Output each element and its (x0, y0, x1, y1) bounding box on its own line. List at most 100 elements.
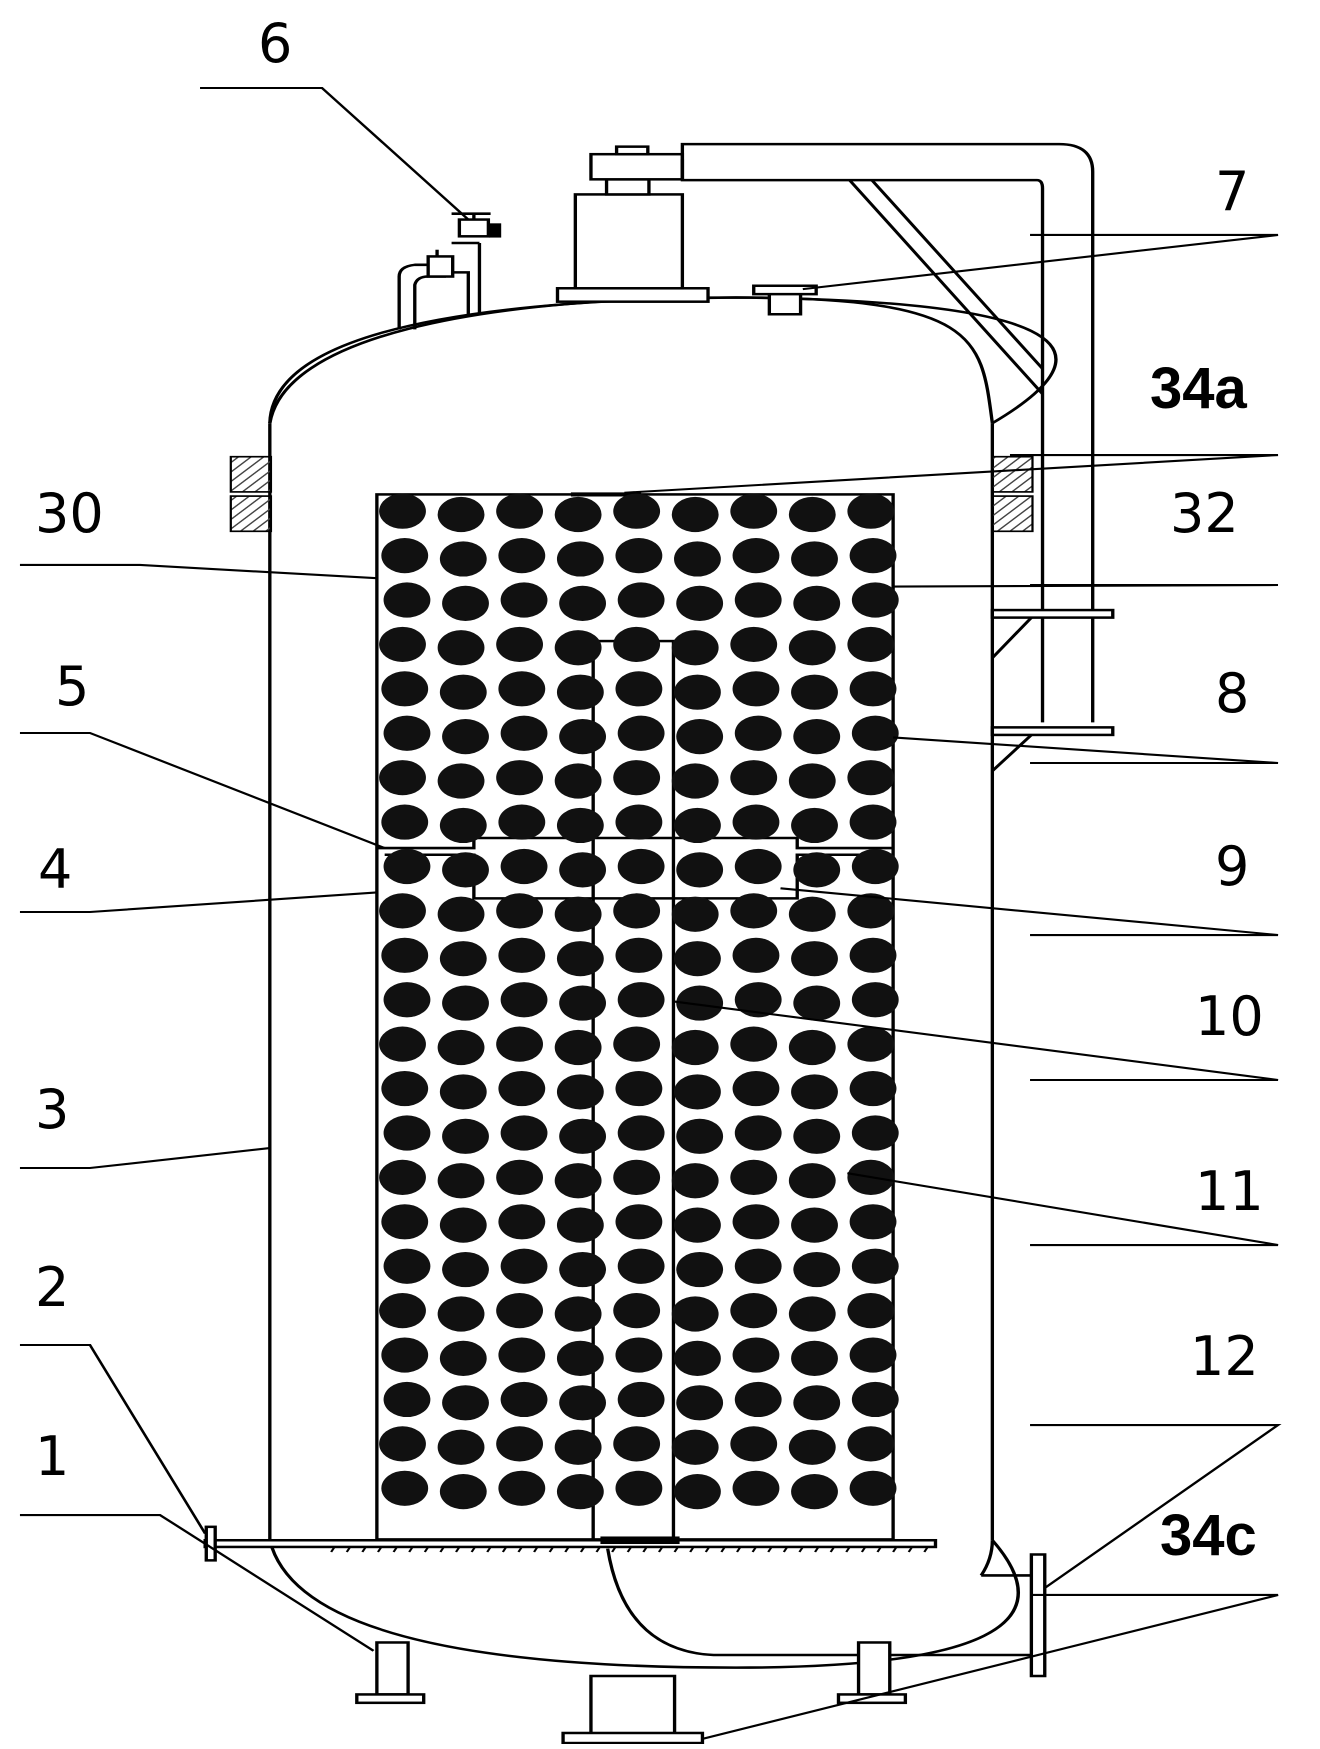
packing-ball (674, 1207, 721, 1243)
packing-ball (500, 1248, 548, 1284)
packing-ball (437, 896, 485, 932)
packing-ball (730, 1426, 778, 1462)
packing-ball (671, 630, 719, 666)
packing-ball (496, 1293, 544, 1329)
packing-ball (788, 1296, 836, 1332)
packing-ball (847, 760, 895, 796)
part-labels: 6 7 34a 30 32 5 8 4 9 10 3 11 2 12 1 34c (35, 12, 1264, 1568)
packing-ball (498, 1470, 546, 1506)
packing-ball (379, 1026, 426, 1062)
packing-ball (671, 763, 719, 799)
packing-ball (500, 848, 548, 885)
packing-ball (498, 1070, 546, 1107)
packing-ball (671, 896, 719, 932)
packing-ball (617, 1248, 665, 1284)
packing-ball (849, 804, 897, 840)
diagram-content (19, 86, 1282, 1745)
packing-ball (791, 807, 838, 844)
packing-ball (439, 941, 487, 977)
packing-ball (554, 1163, 602, 1199)
distributor-hole (579, 1546, 586, 1553)
packing-ball (383, 848, 431, 885)
packing-ball (615, 1337, 663, 1373)
packing-ball (500, 582, 548, 618)
packing-ball (498, 937, 546, 973)
packing-ball (676, 1118, 724, 1154)
packing-ball (556, 1340, 604, 1376)
leader-32 (893, 583, 1279, 588)
packing-ball (437, 1029, 485, 1066)
distributor-hole (767, 1546, 773, 1553)
packing-ball (500, 715, 548, 751)
left-foot (355, 1693, 426, 1705)
packing-ball (851, 1248, 899, 1284)
distributor-hole (470, 1546, 476, 1553)
distributor-hole (907, 1546, 914, 1553)
drive-head (589, 152, 685, 181)
packing-ball (617, 848, 665, 885)
packing-ball (730, 893, 778, 929)
distributor-hole (642, 1546, 648, 1553)
packing-ball (437, 1429, 485, 1465)
packing-ball (383, 715, 431, 751)
packing-ball (732, 804, 780, 840)
packing-ball (788, 1429, 836, 1465)
distributor-hole (564, 1546, 570, 1553)
distributor-hole (751, 1546, 757, 1553)
packing-ball (847, 1026, 895, 1062)
packing-ball (554, 1296, 602, 1332)
drive-body (573, 193, 685, 290)
leader-34c (702, 1593, 1279, 1740)
hatched-blocks (229, 455, 1034, 533)
leader-10 (673, 1000, 1279, 1082)
packing-ball (615, 1470, 663, 1506)
packing-ball (439, 1207, 487, 1243)
drive-assembly (555, 145, 710, 303)
packing-ball (556, 541, 604, 577)
packing-ball (437, 496, 485, 533)
packing-ball (851, 848, 899, 885)
packing-ball (439, 541, 487, 577)
packing-ball (381, 1070, 429, 1107)
leader-9 (780, 887, 1279, 937)
distributor-end-cap (204, 1525, 217, 1562)
right-hatch-lower (991, 495, 1034, 533)
packing-ball (730, 1026, 778, 1062)
packing-ball (734, 982, 782, 1018)
label-8: 8 (1215, 662, 1249, 725)
packing-ball (559, 585, 607, 621)
distributor-hole (392, 1546, 398, 1553)
packing-ball (613, 1026, 661, 1062)
packing-ball (732, 537, 780, 574)
packing-ball (671, 1296, 719, 1332)
packing-ball (383, 1248, 431, 1284)
packing-ball (793, 1251, 841, 1288)
label-2: 2 (35, 1256, 69, 1319)
packing-ball (559, 985, 607, 1021)
packing-ball (791, 1340, 838, 1376)
packing-ball (615, 1204, 663, 1240)
label-30: 30 (35, 482, 104, 545)
distributor-hole (689, 1546, 695, 1553)
packing-ball (383, 1115, 431, 1151)
packing-ball (381, 537, 429, 574)
packing-ball (559, 1251, 607, 1288)
packing-ball (847, 893, 895, 929)
packing-ball (381, 671, 429, 707)
packing-ball (734, 1381, 782, 1418)
packing-ball (788, 763, 836, 799)
valve-assembly (397, 212, 502, 330)
left-hatch-lower (229, 495, 273, 533)
packing-ball (437, 630, 485, 666)
bottom-nozzle-flange (561, 1731, 705, 1745)
distributor-hole (736, 1546, 742, 1553)
packing-ball (554, 1029, 602, 1066)
distributor-hole (611, 1546, 617, 1553)
packing-ball (793, 852, 841, 888)
packing-ball (730, 1159, 778, 1195)
packing-ball (671, 1429, 719, 1465)
packing-ball (379, 1426, 426, 1462)
packing-ball (554, 763, 602, 799)
packing-ball (383, 982, 431, 1018)
